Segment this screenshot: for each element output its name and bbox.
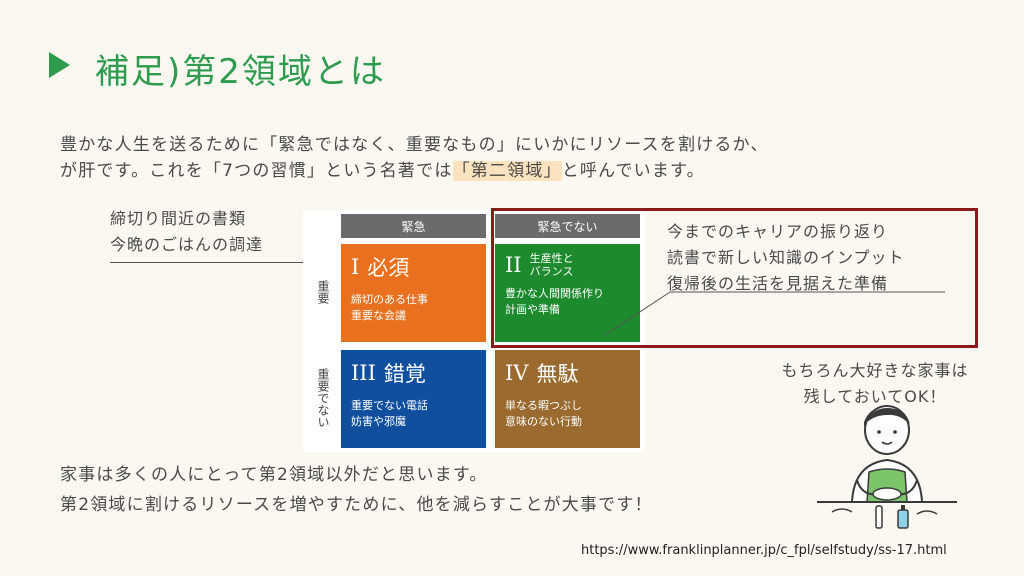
- quadrant-item: 重要でない電話: [351, 399, 428, 412]
- intro-line-1: 豊かな人生を送るために「緊急ではなく、重要なもの」にいかにリソースを割けるか、: [60, 135, 769, 155]
- slide-title: 補足)第2領域とは: [95, 52, 386, 92]
- quadrant-title: III 錯覚: [351, 358, 476, 388]
- quadrant-item: 妨害や邪魔: [351, 415, 406, 428]
- intro-line-2: が肝です。これを「7つの習慣」という名著では「第二領域」と呼んでいます。: [60, 158, 769, 184]
- intro-text: 豊かな人生を送るために「緊急ではなく、重要なもの」にいかにリソースを割けるか、 …: [60, 132, 769, 184]
- quadrant-item: 意味のない行動: [505, 415, 582, 428]
- quadrant-title-text: 無駄: [536, 362, 579, 386]
- quadrant-numeral: III: [351, 361, 376, 385]
- speech-bubble-text: もちろん大好きな家事は 残しておいてOK！: [760, 358, 990, 410]
- quadrant-title: I 必須: [351, 252, 476, 282]
- quadrant-item: 豊かな人間関係作り: [505, 287, 604, 300]
- quadrant-numeral: II: [505, 253, 522, 277]
- quadrant-1: I 必須 締切のある仕事 重要な会議: [341, 244, 486, 342]
- leader-line: [110, 262, 310, 263]
- col-header-urgent: 緊急: [341, 214, 486, 238]
- time-management-matrix: 緊急 緊急でない 重要 重要でない I 必須 締切のある仕事 重要な会議 II 生産…: [303, 210, 645, 452]
- bubble-line: 残しておいてOK！: [803, 387, 947, 406]
- quadrant-items: 豊かな人間関係作り 計画や準備: [505, 286, 630, 318]
- urgent-examples-note: 締切り間近の書類 今晩のごはんの調達: [110, 206, 263, 258]
- quadrant-item: 重要な会議: [351, 309, 406, 322]
- intro-line-2-start: が肝です。これを「7つの習慣」という名著では: [60, 161, 453, 181]
- quadrant-subtitle: 生産性と バランス: [529, 252, 574, 278]
- quadrant-items: 締切のある仕事 重要な会議: [351, 292, 476, 324]
- quadrant-item: 単なる暇つぶし: [505, 399, 582, 412]
- intro-line-2-end: と呼んでいます。: [561, 161, 705, 181]
- source-url: https://www.franklinplanner.jp/c_fpl/sel…: [581, 543, 947, 558]
- col-header-not-urgent: 緊急でない: [495, 214, 640, 238]
- row-header-important: 重要: [316, 279, 330, 304]
- quadrant-numeral: IV: [505, 361, 529, 385]
- quadrant-title: II 生産性と バランス: [505, 252, 630, 278]
- person-washing-dishes-illustration: [817, 405, 957, 529]
- bubble-line: もちろん大好きな家事は: [781, 361, 969, 380]
- quadrant-title: IV 無駄: [505, 358, 630, 388]
- conclusion-line: 第2領域に割けるリソースを増やすために、他を減らすことが大事です！: [60, 495, 653, 515]
- quadrant-2: II 生産性と バランス 豊かな人間関係作り 計画や準備: [495, 244, 640, 342]
- conclusion-line: 家事は多くの人にとって第2領域以外だと思います。: [60, 465, 488, 485]
- quadrant-title-text: 必須: [367, 256, 410, 280]
- quadrant-numeral: I: [351, 255, 360, 279]
- quadrant-2-examples-note: 今までのキャリアの振り返り 読書で新しい知識のインプット 復帰後の生活を見据えた…: [667, 219, 905, 297]
- quadrant-items: 単なる暇つぶし 意味のない行動: [505, 398, 630, 430]
- urgent-example: 今晩のごはんの調達: [110, 235, 264, 254]
- quadrant-3: III 錯覚 重要でない電話 妨害や邪魔: [341, 350, 486, 448]
- quadrant-title-text: 錯覚: [383, 362, 426, 386]
- conclusion-text: 家事は多くの人にとって第2領域以外だと思います。 第2領域に割けるリソースを増や…: [60, 460, 653, 520]
- title-bullet-icon: [49, 52, 70, 78]
- quadrant-items: 重要でない電話 妨害や邪魔: [351, 398, 476, 430]
- quadrant-2-example: 復帰後の生活を見据えた準備: [667, 274, 889, 293]
- quadrant-2-highlight-frame: [491, 208, 978, 348]
- quadrant-4: IV 無駄 単なる暇つぶし 意味のない行動: [495, 350, 640, 448]
- quadrant-2-example: 今までのキャリアの振り返り: [667, 222, 889, 241]
- urgent-example: 締切り間近の書類: [110, 209, 247, 228]
- row-header-not-important: 重要でない: [316, 367, 330, 428]
- quadrant-item: 計画や準備: [505, 303, 560, 316]
- quadrant-item: 締切のある仕事: [351, 293, 428, 306]
- connector-line: [604, 291, 945, 336]
- highlighted-term: 「第二領域」: [452, 161, 562, 181]
- quadrant-2-example: 読書で新しい知識のインプット: [667, 248, 905, 267]
